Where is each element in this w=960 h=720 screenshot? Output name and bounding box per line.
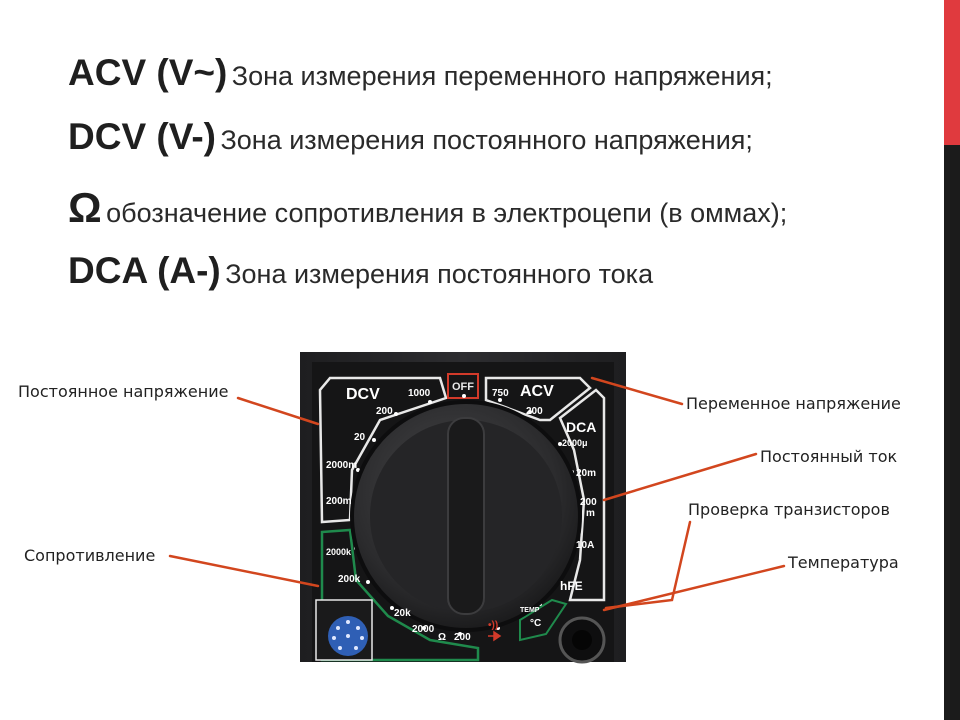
definition-description: Зона измерения постоянного тока [225,259,654,289]
definition-dca: DCA (A-) Зона измерения постоянного тока [68,250,653,292]
definition-term: DCA (A-) [68,250,221,291]
definition-term: ACV (V~) [68,52,228,93]
acv-zone-outline [484,376,592,422]
callout-ac-voltage: Переменное напряжение [686,394,901,413]
accent-bar-red [944,0,960,145]
dial-ohm-2000k: 2000k [326,547,352,557]
dial-hfe: hFE [560,579,583,593]
probe-jack-hole [572,630,592,650]
dial-ohm-20k: 20k [394,608,411,619]
definition-term: Ω [68,184,102,231]
dial-dcv-200m: 200m [326,496,352,507]
dial-dcv-200: 200 [376,406,393,417]
dial-dca-10a: 10A [576,540,594,551]
dial-off: OFF [452,381,474,393]
definition-description: Зона измерения постоянного напряжения; [220,125,753,155]
dial-dca-200m-unit: m [586,508,595,519]
accent-bar-dark [944,145,960,720]
resistance-zone-outline [320,528,480,662]
callout-temperature: Температура [788,553,899,572]
dial-dcv-1000: 1000 [408,388,431,399]
dcv-zone-outline [318,376,448,524]
definition-description: Зона измерения переменного напряжения; [231,61,773,91]
definition-description: обозначение сопротивления в электроцепи … [106,198,788,228]
definition-acv: ACV (V~) Зона измерения переменного напр… [68,52,773,94]
socket-holes [332,620,364,650]
dial-dcv-20: 20 [354,432,366,443]
callout-resistance: Сопротивление [24,546,156,565]
callout-dc-current: Постоянный ток [760,447,898,466]
diode-arrow-icon [488,630,502,642]
definition-term: DCV (V-) [68,116,216,157]
dial-diode: •)) [488,620,498,631]
dial-dcv-2000m: 2000m [326,460,357,471]
dial-temp-label: TEMP [520,607,540,614]
dial-acv-750: 750 [492,388,509,399]
dial-ohm-2000: 2000 [412,624,435,635]
knob-pointer [447,417,485,615]
dial-temp-unit: °C [530,618,541,629]
dial-ohm-200k: 200k [338,574,361,585]
dial-dca-20m: 20m [576,468,596,479]
dial-acv-title: ACV [520,383,554,400]
dial-dcv-title: DCV [346,386,380,403]
off-outline [447,373,479,399]
definition-dcv: DCV (V-) Зона измерения постоянного напр… [68,116,753,158]
dial-ohm-symbol: Ω [438,632,446,643]
dial-dca-200m-value: 200 [580,497,597,508]
definition-ohm: Ω обозначение сопротивления в электроцеп… [68,184,787,232]
callout-dc-voltage: Постоянное напряжение [18,382,229,401]
dial-acv-200: 200 [526,406,543,417]
callout-transistor: Проверка транзисторов [688,500,890,519]
dial-dca-2000u: 2000μ [562,438,588,448]
dial-ohm-200: 200 [454,632,471,643]
dial-dca-title: DCA [566,419,596,435]
temp-zone-outline [519,598,568,642]
